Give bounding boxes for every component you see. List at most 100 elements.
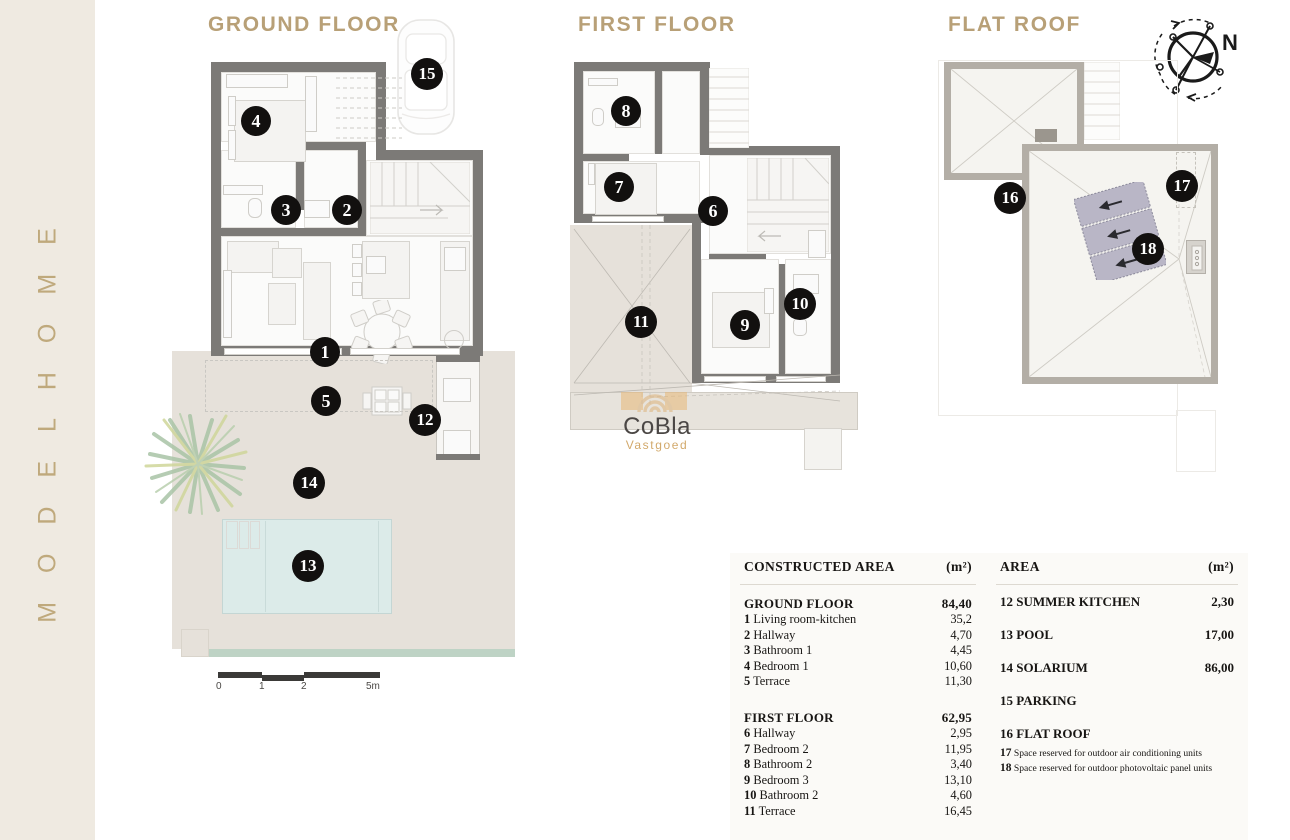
area-row-num: 13: [1000, 627, 1013, 642]
sliding-door-2: [350, 348, 460, 355]
wardrobe-1: [226, 74, 288, 88]
badge-4: 4: [241, 106, 271, 136]
area-row: 15 PARKING: [1000, 693, 1234, 709]
toilet-2: [592, 108, 604, 126]
row-num: 4: [744, 658, 751, 673]
table-row: 5 Terrace 11,30: [744, 674, 972, 690]
row-label: Terrace: [753, 674, 791, 689]
ff-wall-step: [700, 146, 840, 155]
pool-step-3: [250, 521, 260, 549]
ff-wall-left-upper: [574, 62, 583, 222]
area-row-num: 16: [1000, 726, 1013, 741]
scale-seg-1: [218, 672, 262, 678]
badge-10: 10: [784, 288, 816, 320]
table-row: 3 Bathroom 1 4,45: [744, 643, 972, 659]
ff-window-2: [776, 376, 826, 382]
nightstand-1: [228, 96, 236, 126]
washbasin-1: [304, 200, 330, 218]
table-row: 2 Hallway 4,70: [744, 628, 972, 644]
watermark-brand: CoBla: [623, 413, 691, 440]
ff-wall-bottom: [692, 374, 840, 383]
area-note-text: Space reserved for outdoor air condition…: [1013, 748, 1203, 759]
area-table-header: AREA (m²): [986, 553, 1248, 581]
constructed-area-title: CONSTRUCTED AREA: [744, 559, 895, 574]
row-label: Terrace: [758, 803, 796, 818]
row-num: 6: [744, 725, 751, 740]
row-value: 10,60: [944, 658, 972, 673]
ff-louvre-hatch: [708, 67, 750, 149]
sliding-door-1: [224, 348, 342, 355]
area-note: 18 Space reserved for outdoor photovolta…: [1000, 761, 1234, 776]
area-note-text: Space reserved for outdoor photovoltaic …: [1013, 763, 1213, 774]
summer-kitchen-sink: [443, 378, 471, 402]
terrace-corner-detail: [181, 629, 209, 657]
area-row: 14 SOLARIUM 86,00: [1000, 660, 1234, 676]
group-first-floor-name: FIRST FLOOR: [744, 709, 834, 725]
scale-tick-0: 0: [216, 681, 222, 692]
table-row: 11 Terrace 16,45: [744, 804, 972, 820]
area-row-label: SOLARIUM: [1016, 660, 1088, 675]
shower-3: [808, 230, 826, 258]
ff-wall-terrace-v: [692, 222, 701, 382]
table-row: 6 Hallway 2,95: [744, 726, 972, 742]
group-ground-floor-name: GROUND FLOOR: [744, 596, 854, 611]
area-row: 12 SUMMER KITCHEN 2,30: [1000, 594, 1234, 610]
row-num: 2: [744, 627, 751, 642]
constructed-area-table-header: CONSTRUCTED AREA (m²): [730, 553, 986, 581]
entry-steps-hatch: [336, 72, 402, 142]
ff-upper-hall: [662, 71, 700, 154]
constructed-area-unit: (m²): [946, 559, 972, 574]
ff-window-3: [592, 216, 664, 222]
badge-18: 18: [1132, 233, 1164, 265]
row-num: 3: [744, 643, 751, 658]
table-row: 8 Bathroom 2 3,40: [744, 757, 972, 773]
bar-stool-2: [352, 263, 362, 277]
sidebar-model-home: M O D E L H O M E: [0, 0, 95, 840]
row-label: Hallway: [753, 627, 796, 642]
badge-7: 7: [604, 172, 634, 202]
area-row-value: 86,00: [1204, 660, 1234, 675]
row-num: 7: [744, 741, 751, 756]
ff-interior-wall-4: [716, 252, 766, 259]
ff-entry-canopy: [570, 392, 858, 430]
ff-entry-path: [804, 428, 842, 470]
row-num: 5: [744, 674, 751, 689]
gf-interior-wall-v2: [358, 150, 366, 236]
table-row: 4 Bedroom 1 10,60: [744, 659, 972, 675]
area-row-label: FLAT ROOF: [1016, 726, 1091, 741]
scale-tick-5m: 5m: [366, 681, 380, 692]
outdoor-dining-set: [360, 381, 414, 421]
row-label: Bedroom 2: [753, 741, 809, 756]
row-label: Living room-kitchen: [753, 612, 857, 626]
table-divider-right: [996, 584, 1238, 585]
row-num: 1: [744, 612, 751, 626]
scale-tick-1: 1: [259, 681, 265, 692]
ff-window-1: [704, 376, 766, 382]
gf-wall-step-top: [376, 150, 483, 160]
gf-wall-top: [211, 62, 386, 72]
roof-hatch-marker: [1035, 129, 1057, 142]
area-row-label: SUMMER KITCHEN: [1016, 594, 1141, 609]
table-row: 10 Bathroom 2 4,60: [744, 788, 972, 804]
ff-interior-wall-5: [779, 264, 785, 374]
coffee-table: [268, 283, 296, 325]
bar-stool-1: [352, 244, 362, 258]
row-label: Bathroom 2: [759, 788, 819, 803]
pool-step-1: [226, 521, 238, 549]
shower-1: [223, 185, 263, 195]
area-note-num: 18: [1000, 762, 1012, 774]
row-label: Bathroom 1: [753, 643, 813, 658]
ff-interior-wall-2: [655, 71, 662, 154]
row-value: 4,70: [950, 627, 972, 642]
row-label: Bathroom 2: [753, 757, 813, 772]
palm-plant-illustration: [140, 398, 252, 518]
row-num: 8: [744, 757, 751, 772]
ff-wall-top: [574, 62, 710, 71]
row-value: 3,40: [950, 757, 972, 772]
row-num: 9: [744, 772, 751, 787]
badge-11: 11: [625, 306, 657, 338]
badge-2: 2: [332, 195, 362, 225]
gf-wall-left: [211, 62, 221, 356]
shower-2: [588, 78, 618, 86]
area-row-value: 2,30: [1211, 594, 1234, 609]
